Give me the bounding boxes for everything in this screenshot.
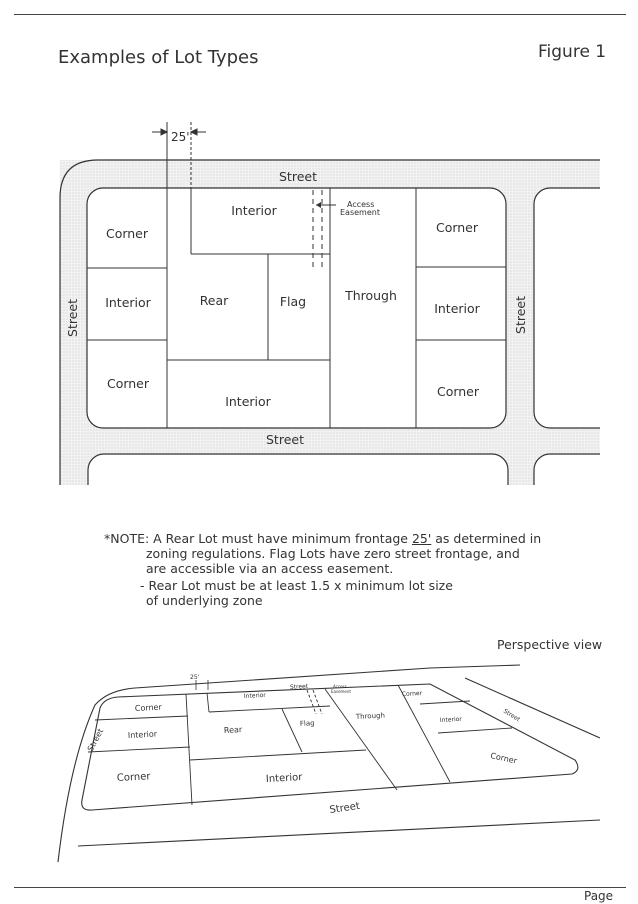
persp-dimension-label: 25' [190,674,200,681]
access-easement-label-2: Easement [340,208,380,217]
lot-interior-left: Interior [105,295,151,310]
page-frame [14,14,626,888]
persp-lot-interior-top: Interior [244,692,267,700]
page-title: Examples of Lot Types [58,47,259,68]
perspective-title: Perspective view [497,637,603,652]
figure-number: Figure 1 [538,42,607,62]
note-line2: zoning regulations. Flag Lots have zero … [146,546,520,561]
persp-lot-flag: Flag [300,719,315,728]
persp-lot-corner-top-right: Corner [402,690,423,698]
lot-flag: Flag [280,294,306,309]
lot-interior-bottom: Interior [225,394,271,409]
street-label-bottom: Street [266,432,304,447]
page-footer: Page [584,889,614,903]
note-line1-suffix: as determined in [431,531,542,546]
persp-lot-interior-left: Interior [128,729,158,740]
block-bottom-right [533,453,600,485]
persp-easement-label-2: Easement [331,689,351,694]
lot-through: Through [344,288,397,303]
street-label-top: Street [279,169,317,184]
persp-street-top: Street [290,683,309,691]
note-line3: are accessible via an access easement. [146,561,394,576]
lot-corner-top-right: Corner [436,220,479,235]
block-main [86,187,507,429]
frontage-dimension [152,122,206,188]
frontage-dimension-label: 25' [171,130,190,144]
note-line1-prefix: *NOTE: A Rear Lot must have minimum fron… [104,531,412,546]
persp-lot-interior-right: Interior [440,716,463,724]
block-bottom [87,453,509,485]
persp-street-bottom: Street [329,801,361,816]
easement-arrow-head [316,202,321,208]
note-line4: - Rear Lot must be at least 1.5 x minimu… [140,578,453,593]
lot-lines [87,188,506,428]
lot-interior-top: Interior [231,203,277,218]
lot-corner-top-left: Corner [106,226,149,241]
perspective-diagram: 25' Street Street Street Street Corner I… [57,664,601,863]
street-label-right: Street [513,296,528,334]
note-line5: of underlying zone [146,593,263,608]
persp-lot-through: Through [355,711,385,721]
lot-corner-bottom-left: Corner [107,376,150,391]
lot-rear: Rear [200,293,229,308]
persp-lot-corner-bottom-left: Corner [117,771,152,784]
note-frontage-value: 25' [411,531,432,546]
persp-lot-corner-top-left: Corner [135,703,163,713]
block-right [533,187,600,429]
street-label-left: Street [65,299,80,337]
persp-easement-label-1: Access [333,684,347,689]
note-text: *NOTE: A Rear Lot must have minimum fron… [104,531,544,608]
outer-curb [59,159,600,485]
persp-lot-rear: Rear [224,725,243,735]
lot-corner-bottom-right: Corner [437,384,480,399]
access-easement-label-1: Access [347,200,374,209]
access-easement-lines [312,190,323,270]
lot-interior-right: Interior [434,301,480,316]
persp-lot-interior-bottom: Interior [266,772,304,785]
persp-street-right: Street [502,708,522,724]
